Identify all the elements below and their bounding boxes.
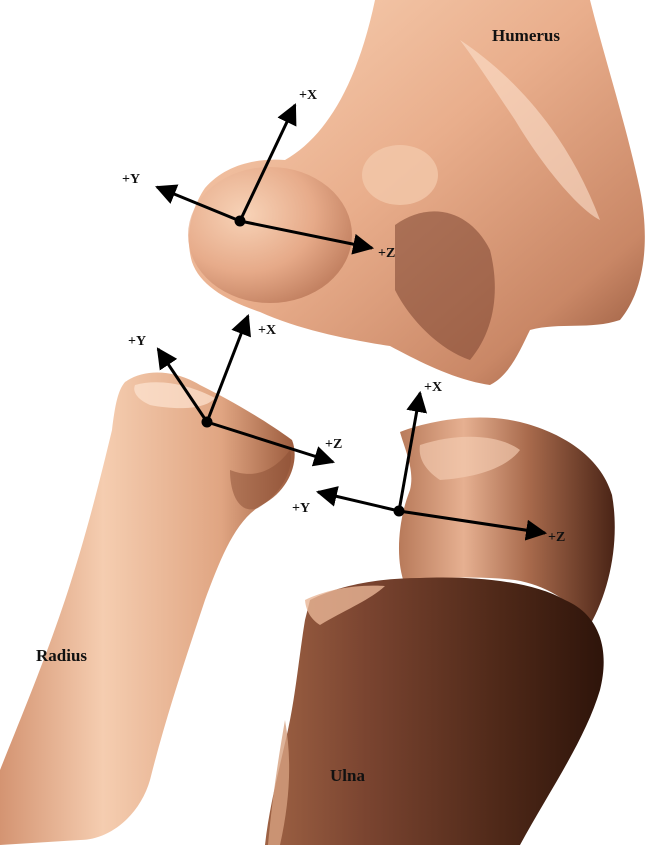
- humerus-x-label: +X: [299, 88, 317, 103]
- ulna-y-label: +Y: [292, 501, 310, 516]
- humerus-label: Humerus: [492, 26, 560, 45]
- radius-origin: [202, 417, 213, 428]
- humerus-z-label: +Z: [378, 246, 395, 261]
- ulna-label: Ulna: [330, 766, 365, 785]
- humerus-origin: [235, 216, 246, 227]
- radius-bone: [0, 373, 295, 845]
- radius-x-label: +X: [258, 323, 276, 338]
- humerus-trochlea: [362, 145, 438, 205]
- ulna-z-label: +Z: [548, 530, 565, 545]
- radius-z-label: +Z: [325, 437, 342, 452]
- ulna-bone: [265, 417, 615, 845]
- humerus-condyle: [188, 167, 352, 303]
- ulna-y-axis-arrow: [318, 492, 399, 511]
- humerus-bone: [188, 0, 645, 385]
- humerus-y-label: +Y: [122, 172, 140, 187]
- radius-shaft: [0, 373, 295, 845]
- ulna-x-label: +X: [424, 380, 442, 395]
- radius-y-label: +Y: [128, 334, 146, 349]
- ulna-origin: [394, 506, 405, 517]
- radius-label: Radius: [36, 646, 87, 665]
